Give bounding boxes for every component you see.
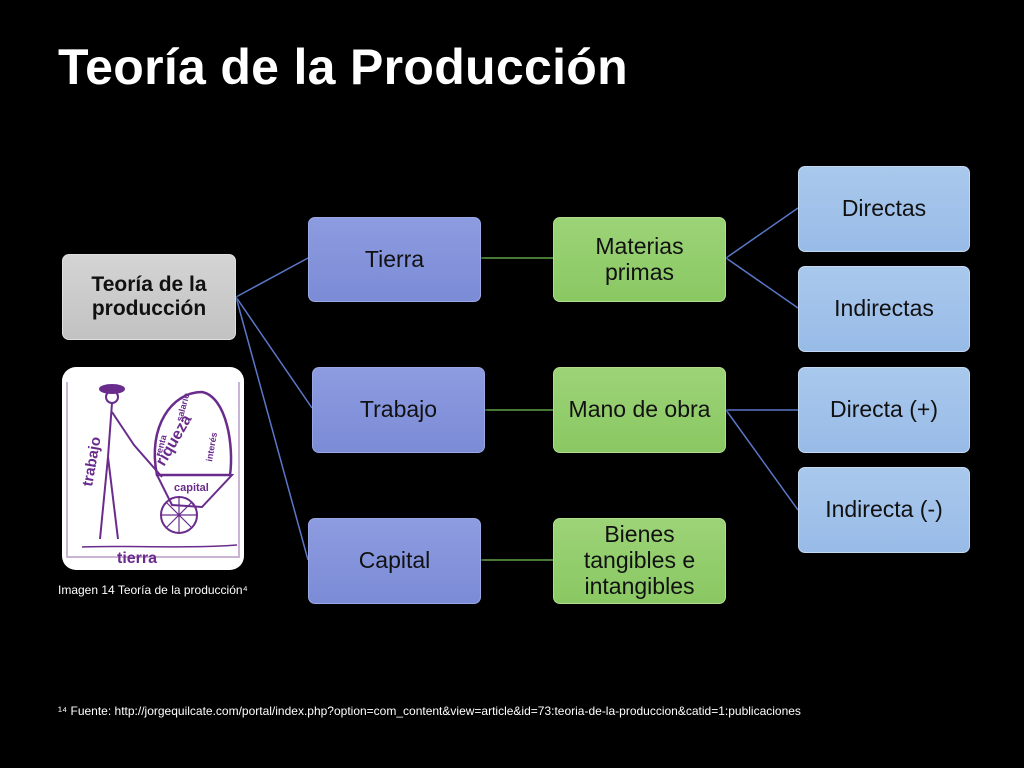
node-capital-label: Capital	[358, 547, 431, 574]
node-directa-plus: Directa (+)	[798, 367, 970, 453]
node-materias-primas-label: Materias primas	[595, 232, 684, 285]
node-materias-primas: Materias primas	[553, 217, 726, 302]
source-footnote: ¹⁴ Fuente: http://jorgequilcate.com/port…	[58, 704, 801, 718]
node-root-label: Teoría de la producción	[91, 273, 207, 320]
slide-title: Teoría de la Producción	[58, 39, 628, 95]
link-mano-indirecta	[725, 409, 799, 511]
image-caption: Imagen 14 Teoría de la producción⁴	[58, 583, 248, 597]
node-mano-de-obra: Mano de obra	[553, 367, 726, 453]
word-capital: capital	[174, 482, 209, 494]
node-indirecta-minus-label: Indirecta (-)	[825, 496, 943, 523]
word-trabajo: trabajo	[79, 435, 104, 487]
node-directas-label: Directas	[841, 195, 927, 222]
link-root-trabajo	[235, 296, 313, 409]
production-illustration: trabajo renta salario riqueza interés ca…	[62, 367, 244, 570]
node-trabajo: Trabajo	[312, 367, 485, 453]
wheelbarrow-worker-icon: trabajo renta salario riqueza interés ca…	[66, 382, 240, 567]
link-root-tierra	[235, 257, 309, 298]
node-capital: Capital	[308, 518, 481, 604]
node-indirecta-minus: Indirecta (-)	[798, 467, 970, 553]
node-root: Teoría de la producción	[62, 254, 236, 340]
node-mano-de-obra-label: Mano de obra	[568, 396, 711, 423]
word-interes: interés	[204, 432, 219, 463]
node-indirectas: Indirectas	[798, 266, 970, 352]
node-indirectas-label: Indirectas	[834, 295, 934, 322]
node-tierra-label: Tierra	[364, 245, 425, 272]
node-directa-plus-label: Directa (+)	[830, 396, 938, 423]
link-materias-directas	[725, 207, 799, 259]
node-trabajo-label: Trabajo	[359, 396, 438, 423]
node-bienes: Bienes tangibles e intangibles	[553, 518, 726, 604]
word-tierra: tierra	[117, 550, 157, 567]
node-directas: Directas	[798, 166, 970, 252]
link-materias-indirectas	[725, 257, 799, 309]
node-tierra: Tierra	[308, 217, 481, 302]
node-bienes-label: Bienes tangibles e intangibles	[583, 521, 696, 599]
link-root-capital	[235, 296, 309, 561]
